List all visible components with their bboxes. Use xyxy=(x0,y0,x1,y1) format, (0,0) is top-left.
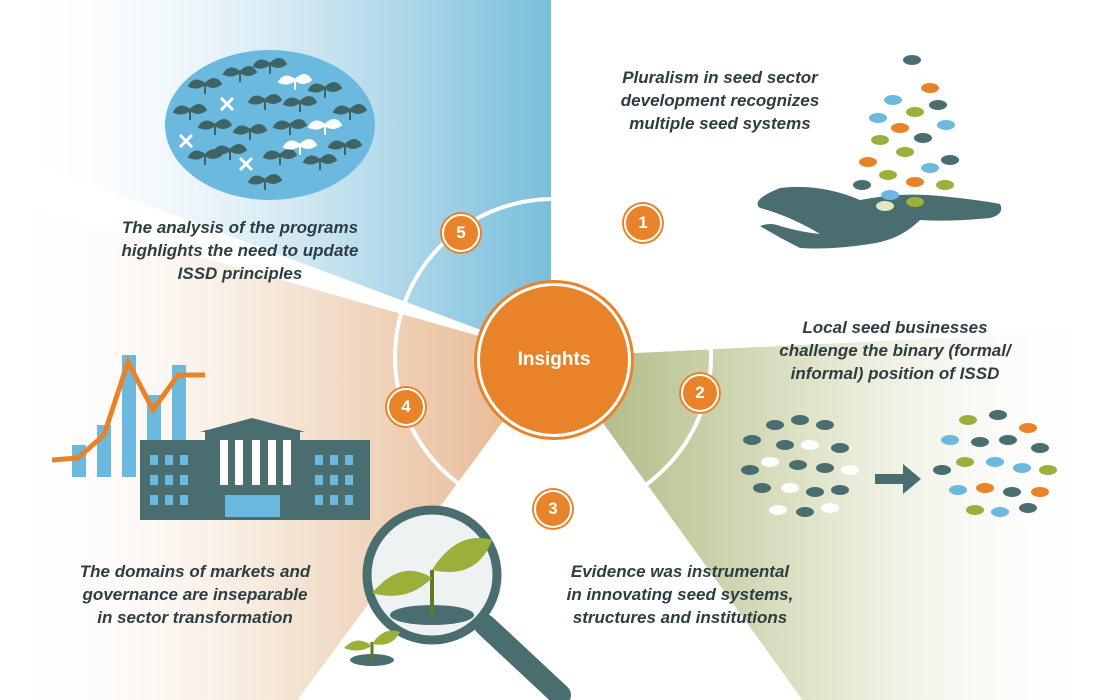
insight-3-text: Evidence was instrumental in innovating … xyxy=(566,562,794,627)
insight-5-text: The analysis of the programs highlights … xyxy=(121,218,359,283)
marker-3: 3 xyxy=(534,490,572,528)
insight-1-text: Pluralism in seed sector development rec… xyxy=(620,68,820,133)
hand-with-seeds-icon xyxy=(757,55,1002,249)
seeds-transformation-icon xyxy=(741,410,1057,517)
center-label: Insights xyxy=(517,349,591,370)
insight-2-text: Local seed businesses challenge the bina… xyxy=(779,318,1011,383)
insight-4-text: The domains of markets and governance ar… xyxy=(79,562,311,627)
insights-center-circle: Insights xyxy=(477,283,631,437)
sector-2-background xyxy=(553,330,1107,700)
market-governance-icon xyxy=(51,355,370,520)
marker-5: 5 xyxy=(442,214,480,252)
magnifier-icon xyxy=(344,505,571,700)
seedlings-field-icon xyxy=(165,50,375,200)
marker-4: 4 xyxy=(387,388,425,426)
marker-1: 1 xyxy=(624,204,662,242)
marker-2: 2 xyxy=(681,374,719,412)
